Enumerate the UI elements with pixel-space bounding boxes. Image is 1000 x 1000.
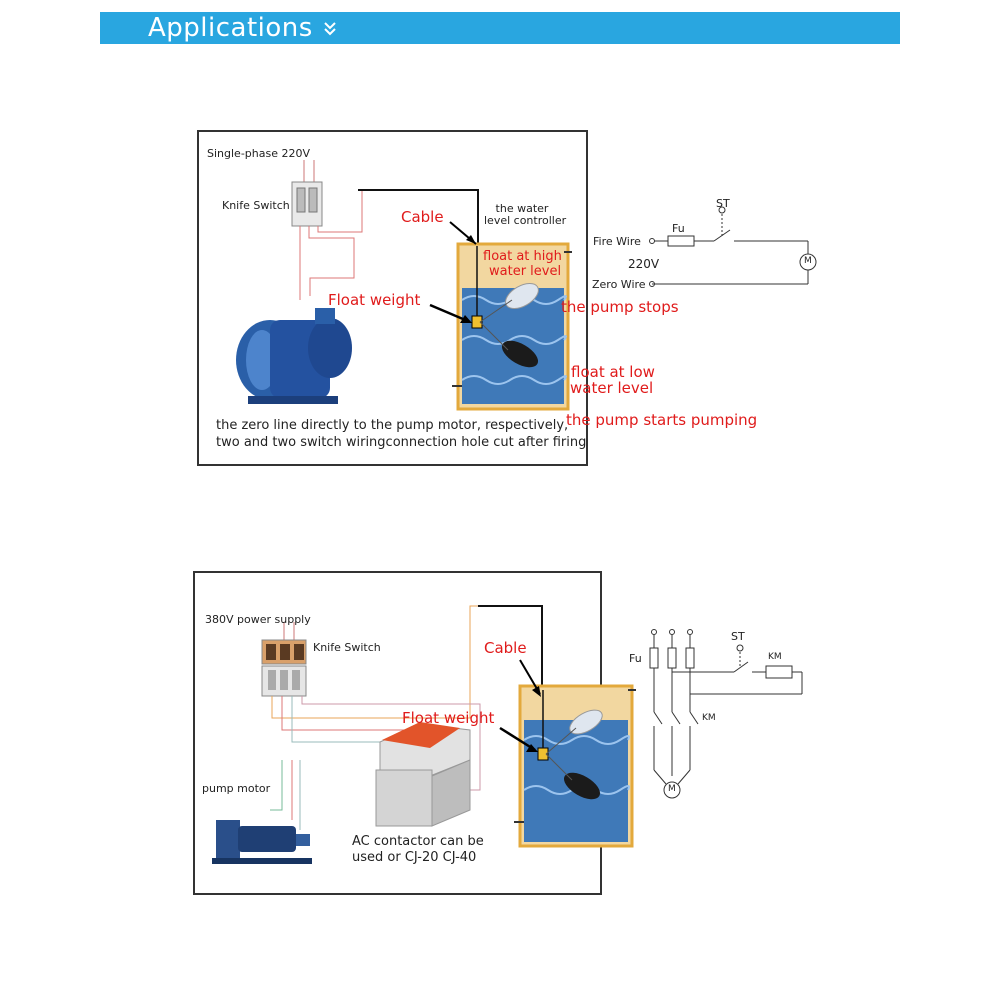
knife-switch-1-icon [291,181,323,227]
cable-callout-2: Cable [484,639,527,657]
fuse-label-2: Fu [629,652,642,665]
voltage-label: 220V [628,257,660,271]
knife-switch-label-1: Knife Switch [222,199,290,212]
double-chevron-down-icon [324,22,336,36]
float-low-label-b: water level [570,379,654,397]
float-weight-callout-1: Float weight [328,291,421,309]
wiring-note-line2: two and two switch wiringconnection hole… [216,435,587,450]
cable-callout-1: Cable [401,208,444,226]
pump-starts-label: the pump starts pumping [566,411,758,429]
knife-switch-2-icon [261,639,307,697]
contactor-label-b: used or CJ-20 CJ-40 [352,850,477,865]
water-tank-2-icon [514,684,636,848]
fire-wire-label: Fire Wire [593,235,641,248]
circuit-2-schematic [649,629,803,799]
float-high-label-b: water level [489,264,562,279]
pump-motor-2-icon [212,820,312,864]
ac-contactor-icon [375,722,471,827]
switch-label-1: ST [716,197,730,210]
float-high-label-a: float at high [483,249,562,264]
water-pump-1-icon [236,308,352,404]
supply-label-1: Single-phase 220V [207,147,310,160]
fuse-label-1: Fu [672,222,685,235]
pump-stops-label: the pump stops [561,298,679,316]
section-title: Applications [148,13,313,43]
switch-label-2: ST [731,630,745,643]
contactor-label-a: AC contactor can be [352,834,484,849]
coil-label: KM [768,652,782,662]
water-tank-1-icon [452,242,572,411]
motor-label-2: M [668,784,676,794]
circuit-1-schematic [649,206,817,287]
motor-label-1: M [804,256,812,266]
float-weight-callout-2: Float weight [402,709,495,727]
wiring-note-line1: the zero line directly to the pump motor… [216,418,569,433]
controller-label-1a: the water [495,202,549,215]
zero-wire-label: Zero Wire [592,278,646,291]
controller-label-1b: level controller [484,214,567,227]
knife-switch-label-2: Knife Switch [313,641,381,654]
pump-motor-label: pump motor [202,782,271,795]
contact-label: KM [702,713,716,723]
supply-label-2: 380V power supply [205,613,311,626]
float-low-label-a: float at low [571,363,655,381]
section-header-banner: Applications [100,12,900,44]
